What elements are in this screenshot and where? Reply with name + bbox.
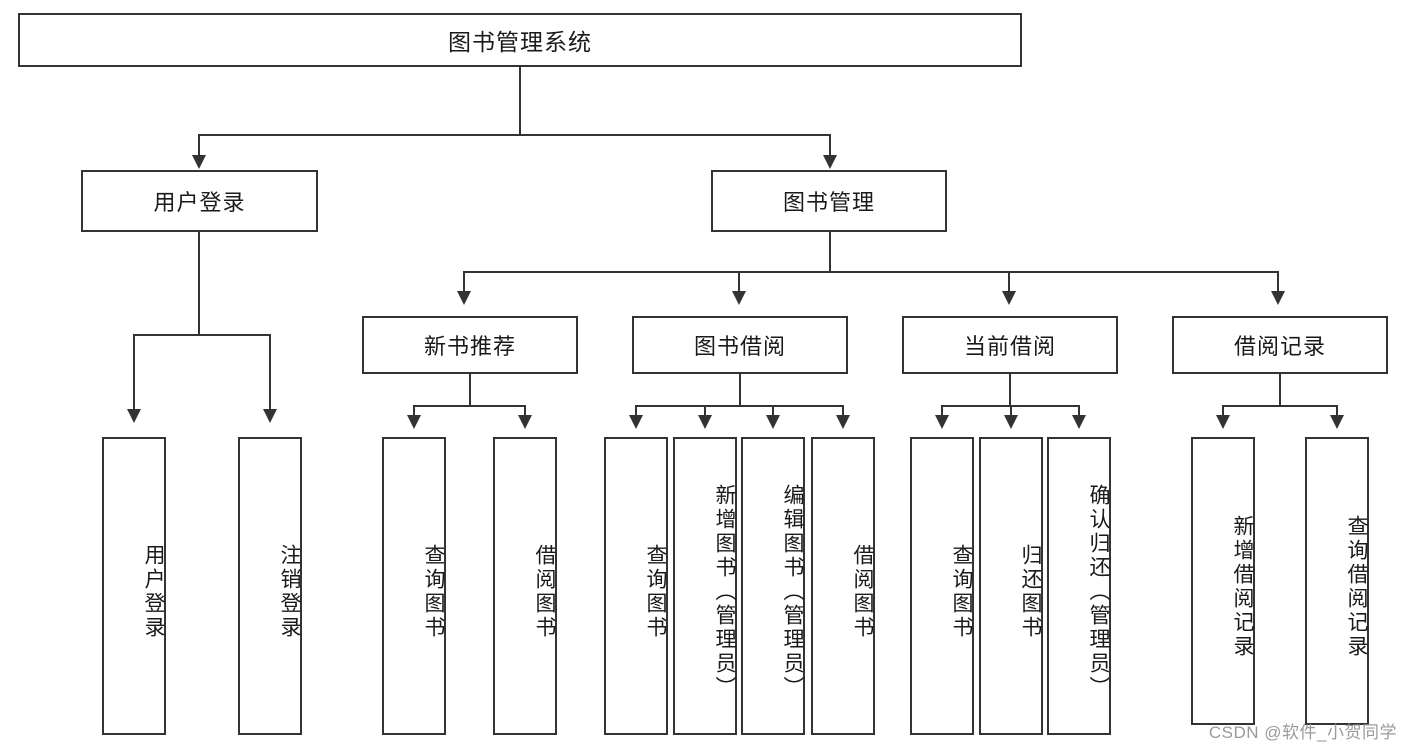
arrowhead-book-borrow <box>732 291 746 305</box>
arrowhead-nbr-leaf-1 <box>407 415 421 429</box>
leaf-cb-query-book[interactable]: 查询图书 <box>910 437 974 735</box>
arrowhead-book-manage <box>823 155 837 169</box>
arrowhead-cb-leaf-1 <box>935 415 949 429</box>
edge-root-to-book-manage <box>829 134 831 158</box>
edge-root-stem <box>519 67 521 135</box>
edge-bm-drop-1 <box>463 271 465 293</box>
arrowhead-cb-leaf-2 <box>1004 415 1018 429</box>
arrowhead-borrow-record <box>1271 291 1285 305</box>
arrowhead-current-borrow <box>1002 291 1016 305</box>
edge-root-to-user-login <box>198 134 200 158</box>
edge-cb-stem <box>1009 374 1011 406</box>
edge-nbr-drop-2 <box>524 405 526 419</box>
leaf-br-add-record[interactable]: 新增借阅记录 <box>1191 437 1255 725</box>
edge-bm-drop-4 <box>1277 271 1279 293</box>
arrowhead-nbr-leaf-2 <box>518 415 532 429</box>
leaf-user-login[interactable]: 用户登录 <box>102 437 166 735</box>
arrowhead-new-book-recommend <box>457 291 471 305</box>
arrowhead-br-leaf-1 <box>1216 415 1230 429</box>
edge-nbr-stem <box>469 374 471 406</box>
node-book-borrow[interactable]: 图书借阅 <box>632 316 848 374</box>
edge-bb-drop-2 <box>704 405 706 419</box>
edge-bb-stem <box>739 374 741 406</box>
arrowhead-bb-leaf-3 <box>766 415 780 429</box>
edge-br-bus <box>1222 405 1337 407</box>
leaf-cb-confirm-return[interactable]: 确认归还（管理员） <box>1047 437 1111 735</box>
leaf-br-query-record[interactable]: 查询借阅记录 <box>1305 437 1369 725</box>
arrowhead-user-login <box>192 155 206 169</box>
edge-cb-drop-2 <box>1010 405 1012 419</box>
edge-br-drop-2 <box>1336 405 1338 419</box>
edge-book-manage-bus <box>463 271 1279 273</box>
node-borrow-record[interactable]: 借阅记录 <box>1172 316 1388 374</box>
leaf-nbr-borrow-book[interactable]: 借阅图书 <box>493 437 557 735</box>
csdn-watermark: CSDN @软件_小贺同学 <box>1208 723 1397 742</box>
edge-root-bus <box>198 134 831 136</box>
edge-bm-drop-2 <box>738 271 740 293</box>
arrowhead-cb-leaf-3 <box>1072 415 1086 429</box>
leaf-logout[interactable]: 注销登录 <box>238 437 302 735</box>
arrowhead-bb-leaf-2 <box>698 415 712 429</box>
edge-br-drop-1 <box>1222 405 1224 419</box>
leaf-bb-borrow-book[interactable]: 借阅图书 <box>811 437 875 735</box>
arrowhead-bb-leaf-1 <box>629 415 643 429</box>
edge-book-manage-stem <box>829 232 831 272</box>
edge-br-stem <box>1279 374 1281 406</box>
arrowhead-leaf-logout <box>263 409 277 423</box>
edge-bb-bus <box>635 405 844 407</box>
edge-user-login-bus <box>133 334 270 336</box>
node-current-borrow[interactable]: 当前借阅 <box>902 316 1118 374</box>
leaf-bb-add-book[interactable]: 新增图书（管理员） <box>673 437 737 735</box>
edge-nbr-drop-1 <box>413 405 415 419</box>
edge-bb-drop-3 <box>772 405 774 419</box>
node-root-system[interactable]: 图书管理系统 <box>18 13 1022 67</box>
node-book-management[interactable]: 图书管理 <box>711 170 947 232</box>
edge-nbr-bus <box>413 405 525 407</box>
edge-bb-drop-4 <box>842 405 844 419</box>
leaf-cb-return-book[interactable]: 归还图书 <box>979 437 1043 735</box>
edge-bb-drop-1 <box>635 405 637 419</box>
arrowhead-leaf-user-login <box>127 409 141 423</box>
leaf-nbr-query-book[interactable]: 查询图书 <box>382 437 446 735</box>
edge-user-login-drop-2 <box>269 334 271 412</box>
edge-user-login-drop-1 <box>133 334 135 412</box>
leaf-bb-query-book[interactable]: 查询图书 <box>604 437 668 735</box>
arrowhead-bb-leaf-4 <box>836 415 850 429</box>
node-new-book-recommend[interactable]: 新书推荐 <box>362 316 578 374</box>
edge-cb-drop-3 <box>1078 405 1080 419</box>
node-user-login[interactable]: 用户登录 <box>81 170 318 232</box>
edge-cb-drop-1 <box>941 405 943 419</box>
arrowhead-br-leaf-2 <box>1330 415 1344 429</box>
edge-user-login-stem <box>198 232 200 335</box>
edge-bm-drop-3 <box>1008 271 1010 293</box>
leaf-bb-edit-book[interactable]: 编辑图书（管理员） <box>741 437 805 735</box>
